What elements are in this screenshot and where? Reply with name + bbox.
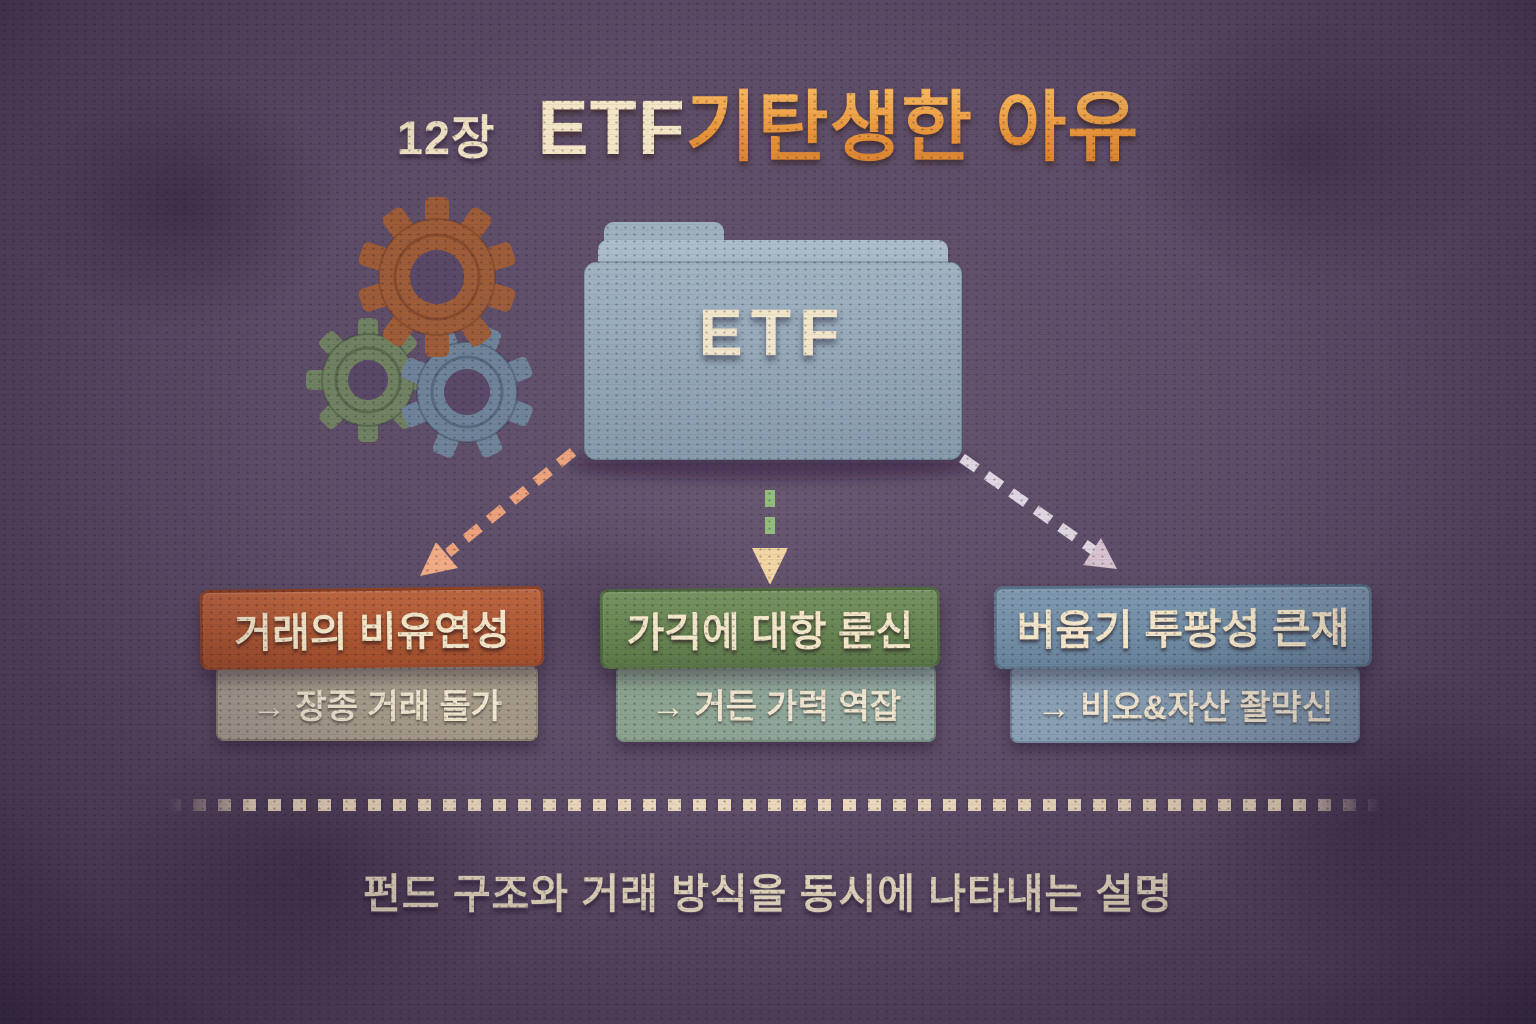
branch-right-detail: → 비오&자산 좔먁신 <box>1010 666 1360 743</box>
branch-right: 버윰기 투팡성 큰재 → 비오&자산 좔먁신 <box>993 583 1373 743</box>
branch-left: 거래의 비유연성 → 장종 거래 돌가 <box>199 585 545 741</box>
page-title: 12장 ETF기탄생한 아유 <box>0 66 1536 177</box>
branch-middle-header: 가긱에 대항 룬신 <box>599 586 941 670</box>
chapter-label: 12장 <box>396 111 496 164</box>
folder-label: ETF <box>698 295 848 369</box>
caption-text: 펀드 구조와 거래 방식을 동시에 나타내는 설명 <box>362 871 1174 917</box>
dashed-divider <box>168 799 1380 811</box>
gear-orange-icon <box>358 197 516 357</box>
branch-middle-detail: → 거든 가럭 역잡 <box>616 665 936 742</box>
branch-left-header: 거래의 비유연성 <box>199 585 545 671</box>
arrow-middle-icon <box>752 490 788 585</box>
title-text: ETF기탄생한 아유 <box>537 66 1139 177</box>
branch-right-header: 버윰기 투팡성 큰재 <box>993 583 1373 670</box>
branch-left-detail: → 장종 거래 돌가 <box>216 665 538 741</box>
title-accent: 기탄생한 아유 <box>685 85 1140 171</box>
arrow-left-icon <box>420 448 577 576</box>
arrow-right-icon <box>959 453 1117 569</box>
gear-green-icon <box>306 318 430 442</box>
title-etf: ETF <box>537 85 686 171</box>
branch-middle: 가긱에 대항 룬신 → 거든 가럭 역잡 <box>599 586 941 742</box>
gear-blue-icon <box>401 326 533 458</box>
